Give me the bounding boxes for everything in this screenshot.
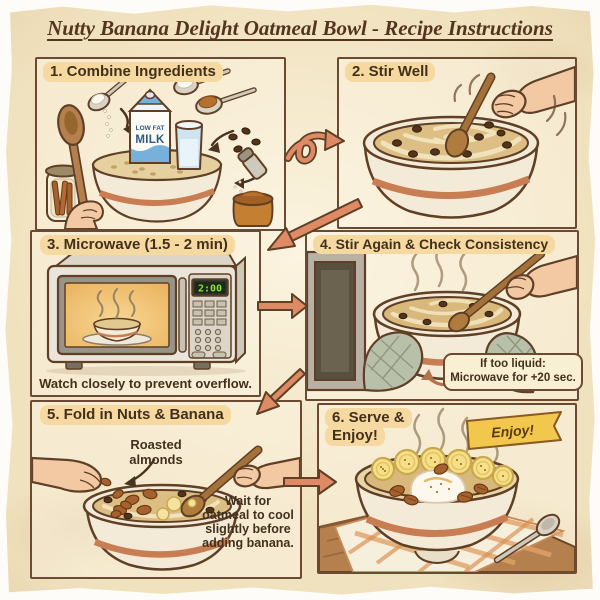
callout-line2: Microwave for +20 sec. (450, 371, 576, 384)
hand (63, 200, 105, 229)
sugar-spoon-pouring (87, 73, 133, 138)
yogurt-dollop (410, 469, 467, 504)
step1-header: 1. Combine Ingredients (43, 62, 223, 82)
milk-label-bottom: MILK (135, 134, 165, 146)
panel-step-3: 2:00 3 (30, 230, 261, 397)
stirring-hand (491, 65, 575, 119)
timer-display: 2:00 (198, 284, 222, 295)
label-arrow-icon (124, 458, 156, 487)
enjoy-banner: Enjoy! (466, 411, 562, 450)
oven-mitt-left (362, 331, 424, 392)
milk-carton: LOW FAT MILK (127, 88, 173, 164)
step6-illustration: Enjoy! (319, 407, 575, 572)
panel-step-5: 5. Fold in Nuts & Banana Roasted almonds… (30, 400, 302, 579)
falling-almonds (110, 489, 132, 519)
panel-step-2: 2. Stir Well (337, 57, 577, 229)
step1-illustration: LOW FAT MILK (45, 68, 274, 229)
steam-icon (96, 288, 136, 319)
panel-step-1: LOW FAT MILK (35, 57, 286, 231)
step5-illustration (32, 445, 300, 571)
salt-shaker (233, 147, 268, 193)
cinnamon-stick-jar (45, 164, 81, 222)
stirring-spoon (444, 72, 496, 158)
step6-header: 6. Serve & Enjoy! (325, 408, 417, 447)
motion-lines (453, 73, 567, 137)
cinnamon-powder-jar (232, 190, 274, 227)
too-liquid-callout: If too liquid: Microwave for +20 sec. (443, 353, 583, 391)
step4-header: 4. Stir Again & Check Consistency (313, 235, 556, 254)
door-handle (178, 277, 187, 353)
control-panel: 2:00 (188, 273, 232, 359)
step3-caption: Watch closely to prevent overflow. (39, 376, 252, 392)
step2-header-label: 2. Stir Well (345, 62, 436, 82)
step2-header: 2. Stir Well (345, 62, 436, 82)
serving-bowl (354, 446, 520, 565)
table-spoon (493, 513, 561, 564)
step3-header: 3. Microwave (1.5 - 2 min) (40, 235, 235, 255)
callout-line1: If too liquid: (480, 358, 546, 370)
microwave-keypad (194, 328, 222, 352)
cooling-note: Wait for oatmeal to cool slightly before… (202, 494, 294, 551)
step5-header-label: 5. Fold in Nuts & Banana (40, 405, 231, 425)
step3-header-label: 3. Microwave (1.5 - 2 min) (40, 235, 235, 255)
panel-step-6: Enjoy! 6. Serve & Enjoy! (317, 403, 577, 574)
bowl-inside-microwave (93, 317, 141, 342)
milk-label-top: LOW FAT (136, 125, 165, 132)
step4-header-label: 4. Stir Again & Check Consistency (313, 235, 556, 254)
banana-slices (370, 446, 515, 488)
panel-step-4: 4. Stir Again & Check Consistency If too… (305, 230, 583, 401)
step2-illustration (362, 65, 575, 219)
step6-header-label: 6. Serve & Enjoy! (325, 408, 412, 447)
step3-illustration: 2:00 (46, 251, 246, 376)
sprinkling-hand (32, 456, 112, 493)
stirring-hand (505, 254, 577, 300)
milk-glass (175, 120, 203, 170)
enjoy-banner-label: Enjoy! (491, 422, 535, 441)
raisin-arrow-icon (208, 129, 235, 153)
cinnamon-spoon (195, 87, 257, 115)
page-title: Nutty Banana Delight Oatmeal Bowl - Reci… (47, 16, 553, 40)
open-microwave (307, 250, 367, 392)
stirring-spoon (448, 249, 546, 333)
folding-spoon (180, 445, 263, 518)
step4-illustration (307, 244, 577, 394)
step5-header: 5. Fold in Nuts & Banana (40, 405, 231, 425)
microwave: 2:00 (46, 251, 246, 376)
roasted-almonds-label: Roasted almonds (129, 437, 183, 467)
microwave-buttons (192, 300, 227, 326)
step1-header-label: 1. Combine Ingredients (43, 62, 223, 82)
